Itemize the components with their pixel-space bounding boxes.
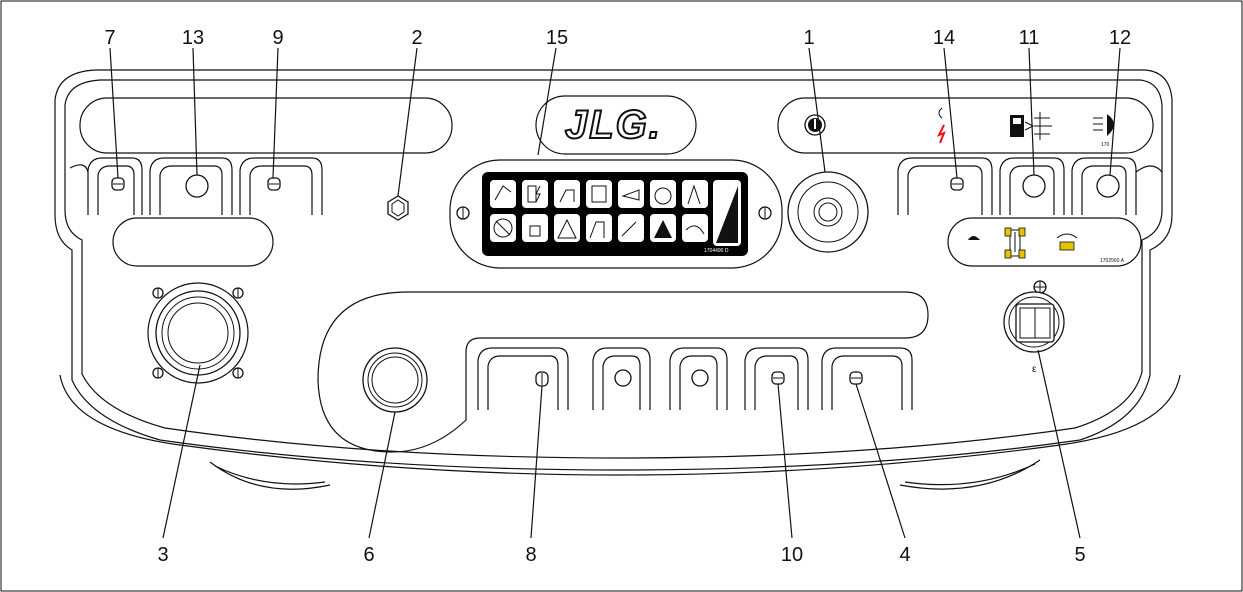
joystick-pocket — [317, 291, 929, 453]
push-button-13[interactable] — [185, 174, 209, 198]
callout-labels: 7 13 9 2 15 1 14 11 12 3 6 8 10 4 5 — [104, 27, 1131, 566]
status-panel-code: 1704490 D — [704, 248, 729, 254]
push-button-12[interactable] — [1096, 174, 1120, 198]
top-right-label-window — [777, 97, 1154, 154]
toggle-switch-4[interactable] — [849, 371, 863, 385]
steer-mode-icon — [1004, 227, 1026, 259]
top-left-label-window — [79, 97, 453, 154]
callout-6: 6 — [363, 544, 374, 566]
callout-9: 9 — [272, 27, 283, 49]
callout-11: 11 — [1019, 27, 1040, 49]
callout-1: 1 — [803, 27, 814, 49]
callout-8: 8 — [525, 544, 536, 566]
callout-7: 7 — [104, 27, 115, 49]
round-connector-3[interactable] — [147, 282, 249, 384]
key-switch-1[interactable] — [787, 171, 869, 253]
callout-2: 2 — [411, 27, 422, 49]
callout-14: 14 — [933, 27, 955, 49]
console-body — [54, 69, 1181, 490]
headlight-icon — [1093, 114, 1114, 136]
callout-5: 5 — [1074, 544, 1085, 566]
blank-plug-left — [614, 369, 632, 387]
logo-window — [535, 95, 697, 155]
toggle-switch-7[interactable] — [111, 177, 125, 191]
toggle-switch-9[interactable] — [267, 177, 281, 191]
steer-mode-decal: 1702560 A — [947, 217, 1142, 267]
callout-10: 10 — [781, 544, 803, 566]
blank-plug-right — [691, 369, 709, 387]
leader-lines — [109, 47, 1121, 539]
status-indicator-panel: 1704490 D — [449, 159, 783, 269]
callout-15: 15 — [546, 27, 568, 49]
jlg-logo: JLG. — [565, 103, 662, 147]
left-label-window — [112, 217, 274, 267]
rocker-mark: ε — [1032, 364, 1037, 375]
horn-icon — [936, 107, 946, 144]
callout-13: 13 — [182, 27, 204, 49]
fuel-glowplug-icon — [1010, 112, 1052, 140]
callout-12: 12 — [1109, 27, 1131, 49]
steer-decal-code: 1702560 A — [1100, 258, 1125, 264]
right-strip-code: 170 — [1101, 142, 1110, 148]
indicator-light-2 — [387, 195, 409, 221]
toggle-switch-14[interactable] — [950, 177, 964, 191]
crab-steer-icon — [1056, 233, 1078, 251]
power-symbol-icon — [804, 114, 826, 136]
bottom-switch-guards — [477, 347, 913, 410]
rocker-switch-5[interactable]: ε — [1003, 280, 1065, 375]
callout-3: 3 — [157, 544, 168, 566]
push-button-11[interactable] — [1022, 174, 1046, 198]
joystick-6[interactable] — [362, 347, 428, 413]
toggle-switch-8[interactable] — [535, 371, 549, 387]
callout-4: 4 — [899, 544, 910, 566]
toggle-switch-10[interactable] — [771, 371, 785, 385]
creep-speed-icon — [968, 236, 980, 240]
